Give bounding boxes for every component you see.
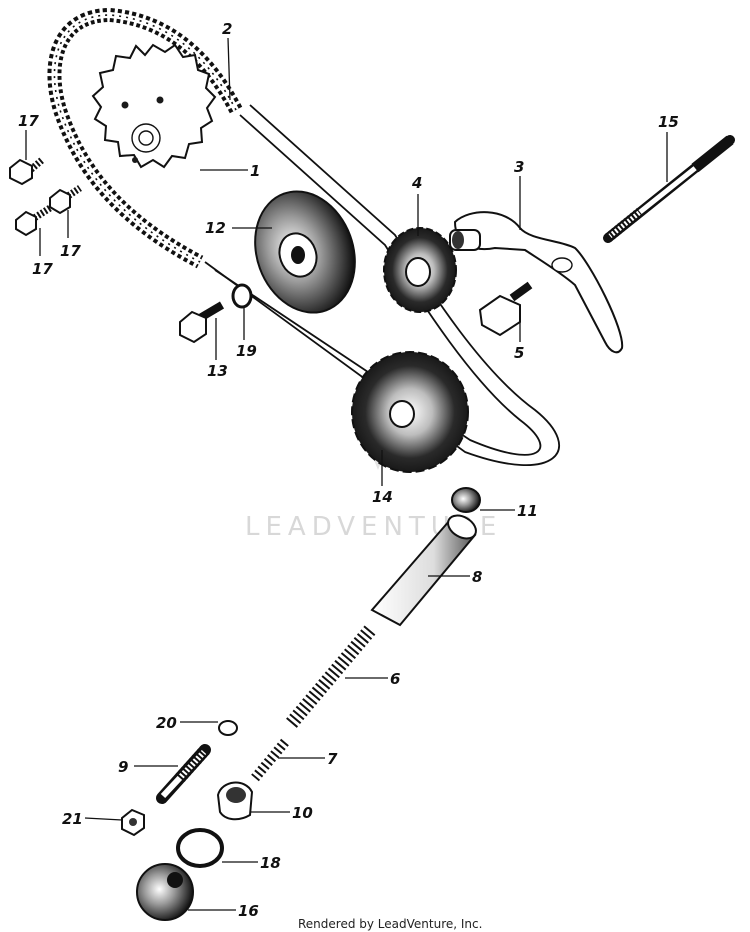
callout-1: 1 xyxy=(250,162,260,180)
bolt-13 xyxy=(179,301,225,344)
callout-11: 11 xyxy=(517,502,538,520)
gasket-18 xyxy=(176,828,224,868)
washer-19 xyxy=(231,283,253,309)
callout-15: 15 xyxy=(658,113,679,131)
callout-5: 5 xyxy=(514,344,524,362)
callout-20: 20 xyxy=(156,714,177,732)
bolt-17-middle xyxy=(49,185,82,215)
guide-sprocket-lower xyxy=(351,351,469,473)
callout-16: 16 xyxy=(238,902,259,920)
callout-7: 7 xyxy=(327,750,338,768)
footer-credit: Rendered by LeadVenture, Inc. xyxy=(298,917,482,931)
tensioner-tube xyxy=(370,514,477,627)
callout-9: 9 xyxy=(118,758,128,776)
nut-21 xyxy=(121,808,145,837)
cap-nut-16 xyxy=(136,863,194,921)
callout-18: 18 xyxy=(260,854,281,872)
callout-10: 10 xyxy=(292,804,313,822)
callout-17-top: 17 xyxy=(18,112,39,130)
callout-17-bottom: 17 xyxy=(32,260,53,278)
o-ring-20 xyxy=(218,720,238,736)
tensioner-bracket xyxy=(449,211,624,354)
callout-3: 3 xyxy=(514,158,524,176)
callouts: 1 2 3 4 5 6 7 8 9 10 11 12 13 14 15 16 1 xyxy=(18,20,679,920)
guide-sprocket-upper xyxy=(383,227,457,313)
callout-14: 14 xyxy=(372,488,393,506)
callout-2: 2 xyxy=(222,20,232,38)
callout-8: 8 xyxy=(472,568,482,586)
plug-cap-11 xyxy=(451,487,481,513)
tensioner-spring xyxy=(284,625,376,730)
spring-holder-10 xyxy=(216,781,254,821)
callout-12: 12 xyxy=(205,219,226,237)
callout-4: 4 xyxy=(411,174,422,192)
tensioner-shaft xyxy=(603,135,735,243)
cam-sprocket xyxy=(91,43,217,169)
bracket-bolt xyxy=(478,281,533,337)
tensioner-roller xyxy=(254,190,356,314)
callout-21: 21 xyxy=(62,810,83,828)
stud-9 xyxy=(156,744,211,804)
callout-19: 19 xyxy=(236,342,257,360)
bolt-17-upper xyxy=(9,157,45,186)
callout-6: 6 xyxy=(390,670,400,688)
callout-13: 13 xyxy=(207,362,228,380)
bolt-17-lower xyxy=(15,205,52,237)
callout-17-right: 17 xyxy=(60,242,81,260)
push-rod-spring xyxy=(251,738,289,782)
